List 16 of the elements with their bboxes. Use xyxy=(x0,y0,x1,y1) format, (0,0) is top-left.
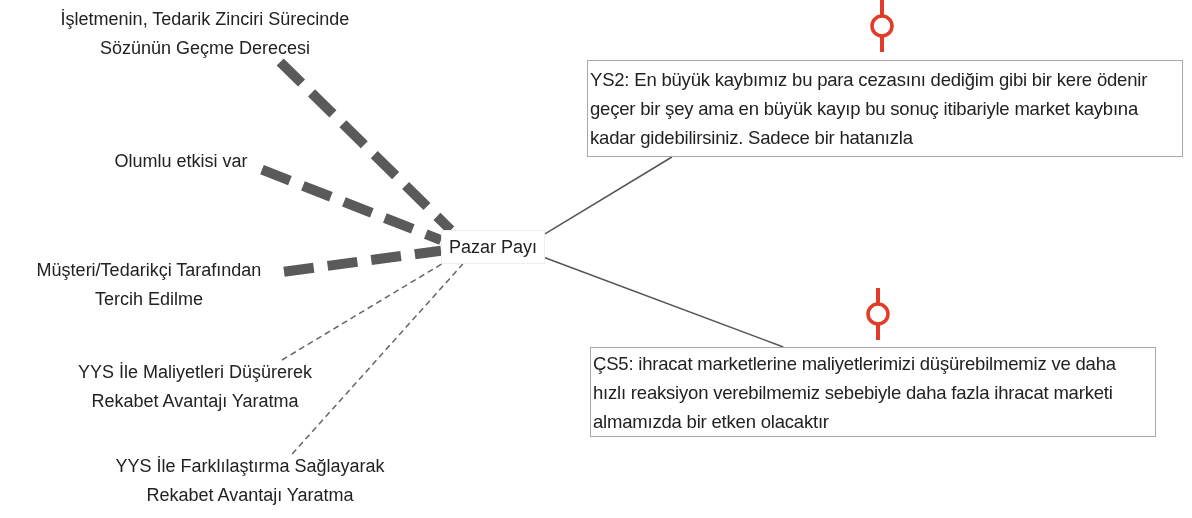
quotation-box xyxy=(587,60,1183,157)
dashed-connector xyxy=(281,263,443,361)
code-box xyxy=(441,230,545,264)
node-label: Müşteri/Tedarikçi Tarafından Tercih Edilme xyxy=(35,259,263,311)
connector-line xyxy=(544,257,785,348)
dashed-connector xyxy=(291,263,464,455)
thick-dashed-connector xyxy=(283,245,442,277)
node-label: YYS İle Maliyetleri Düşürerek Rekabet Avantajı Yaratma xyxy=(76,361,314,413)
node-label: İşletmenin, Tedarik Zinciri Sürecinde Sözünün Geçme Derecesi xyxy=(59,8,351,60)
quotation-text: YS2: En büyük kaybımız bu para cezasını dediğim gibi bir kere ödenir geçer bir şey ama en büyük kayıp bu sonuç itibariyle market kaybına kadar gidebilirsiniz. Sadece bir hatanızla xyxy=(590,68,1149,150)
thick-dashed-connector xyxy=(260,165,443,245)
quotation-text: ÇS5: ihracat marketlerine maliyetlerimizi düşürebilmemiz ve daha hızlı reaksiyon verebilmemiz sebebiyle daha fazla ihracat marketi almamızda bir etken olacaktır xyxy=(593,351,1117,434)
node-label: Pazar Payı xyxy=(448,235,537,259)
connector-line xyxy=(544,156,673,235)
node-label: Olumlu etkisi var xyxy=(114,149,248,173)
node-label: YYS İle Farklılaştırma Sağlayarak Rekabet Avantajı Yaratma xyxy=(114,455,386,507)
